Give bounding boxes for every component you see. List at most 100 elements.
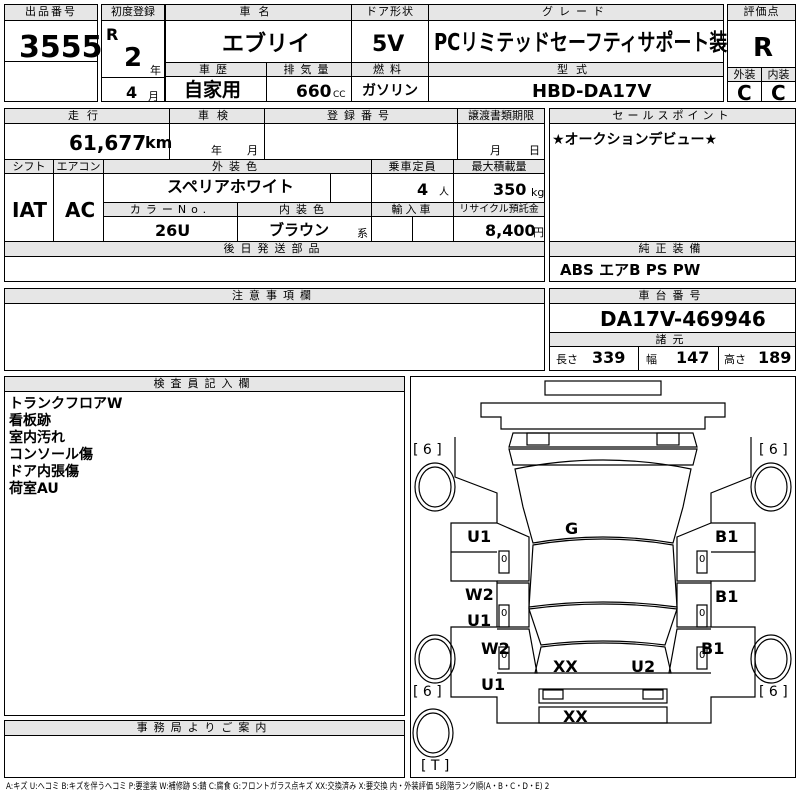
mileage-value: 61,677 [69, 131, 147, 155]
car-info-box: 車名 ドア形状 グレード エブリイ 5V PCリミテッドセーフティサポート装着車… [165, 4, 763, 102]
inspection-month-unit: 月 [247, 144, 258, 157]
recycle-value: 8,400 [485, 221, 536, 240]
mark-roof: G [565, 519, 579, 538]
mark-front-right-door: B1 [715, 527, 739, 546]
rear-window-shape [528, 603, 678, 646]
lot-number: 3555 [19, 30, 103, 65]
mark-rear-left-door-a: W2 [465, 585, 494, 604]
int-color-value: ブラウン [269, 221, 330, 239]
recycle-unit: 円 [533, 226, 544, 239]
spare-tire [412, 708, 454, 758]
door-type: 5V [372, 32, 405, 57]
exterior-score: C [737, 81, 752, 105]
inspection-year-unit: 年 [211, 144, 222, 157]
width-value: 147 [676, 348, 710, 367]
first-reg-month-unit: 月 [148, 90, 159, 103]
inspector-box: 検査員記入欄 トランクフロアW 看板跡 室内汚れ コンソール傷 ドア内張傷 荷室… [4, 376, 405, 716]
front-panel-shape [480, 402, 726, 430]
length-value: 339 [592, 348, 626, 367]
front-bumper-shape [544, 380, 662, 396]
tire-rear-right [750, 634, 792, 684]
tire-label-rear-right: [ 6 ] [759, 684, 788, 700]
mark-rear-right-door: B1 [715, 587, 739, 606]
exterior-label: 外装 [728, 68, 761, 82]
length-label: 長さ [556, 353, 578, 366]
sales-point-value: ★オークションデビュー★ [552, 132, 718, 148]
regno-label: 登録番号 [265, 109, 457, 124]
list-item: 看板跡 [9, 413, 51, 429]
car-diagram: [ 6 ] [ 6 ] [ 6 ] [ 6 ] [ T ] G U1 B1 W2… [410, 376, 796, 778]
car-outline-svg [412, 380, 792, 758]
ac-label: エアコン [54, 160, 103, 174]
displacement-value: 660 [296, 82, 332, 102]
mark-left-small-2: 0 [501, 608, 508, 619]
tire-label-rear-left: [ 6 ] [413, 684, 442, 700]
rear-bumper-shape [538, 688, 668, 704]
first-registration-box: 初度登録 R 2 年 4 月 [101, 4, 165, 102]
inspector-label: 検査員記入欄 [5, 377, 404, 392]
spare-tire-label: [ T ] [421, 758, 450, 774]
chassis-value: DA17V-469946 [600, 307, 766, 331]
interior-label: 内装 [762, 68, 795, 82]
score-box: 評価点 R 外装 内装 C C [727, 4, 796, 105]
score-value: R [753, 33, 774, 63]
mark-right-small-2: 0 [699, 608, 706, 619]
score-label: 評価点 [728, 5, 795, 21]
displacement-label: 排気量 [267, 63, 351, 77]
list-item: トランクフロアW [9, 396, 123, 412]
windshield-shape [514, 459, 692, 544]
mark-right-small-3: 0 [699, 650, 706, 661]
rear-hatch-shape [534, 642, 672, 674]
tire-label-front-right: [ 6 ] [759, 442, 788, 458]
model-label: 型式 [429, 63, 723, 77]
tire-front-left [414, 462, 456, 512]
first-reg-year: 2 [124, 43, 143, 73]
ac-value: AC [65, 198, 96, 222]
tire-front-right [750, 462, 792, 512]
mileage-label: 走行 [5, 109, 169, 124]
transfer-day-unit: 日 [529, 144, 540, 157]
first-reg-month: 4 [126, 83, 138, 102]
history-value: 自家用 [184, 79, 242, 101]
width-label: 幅 [646, 353, 657, 366]
int-color-label: 内装色 [238, 203, 371, 217]
mark-rear-bumper: XX [563, 707, 588, 726]
int-color-unit: 系 [357, 227, 368, 240]
mark-rear-right-inner: U2 [631, 657, 656, 676]
mark-rear-left-fender-a: W2 [481, 639, 510, 658]
vehicle-info-box: 走行 車検 登録番号 譲渡書類期限 61,677 km 年 月 月 日 シフト … [4, 108, 545, 282]
load-value: 350 [493, 180, 527, 199]
dims-label: 諸元 [550, 333, 795, 347]
colorno-value: 26U [155, 221, 191, 240]
sales-point-label: セールスポイント [550, 109, 795, 124]
transfer-label: 譲渡書類期限 [458, 109, 544, 124]
color-value: スペリアホワイト [167, 177, 294, 196]
interior-score: C [771, 81, 786, 105]
color-label: 外装色 [104, 160, 371, 174]
model-value: HBD-DA17V [532, 81, 652, 102]
transfer-month-unit: 月 [490, 144, 501, 157]
mark-rear-left-fender-b: U1 [481, 675, 506, 694]
mileage-unit: km [145, 133, 173, 152]
roof-shape [528, 538, 678, 608]
capacity-label: 乗車定員 [372, 160, 453, 174]
colorno-label: カラーNo. [104, 203, 237, 217]
list-item: 室内汚れ [9, 430, 65, 446]
shift-label: シフト [5, 160, 53, 174]
mark-rear-right-fender: B1 [701, 639, 725, 658]
mark-right-small-1: 0 [699, 554, 706, 565]
mark-rear-left-inner: XX [553, 657, 578, 676]
office-label: 事務局よりご案内 [5, 721, 404, 736]
recycle-label: リサイクル預託金 [454, 203, 544, 217]
first-reg-label: 初度登録 [102, 5, 164, 21]
mark-rear-left-door-b: U1 [467, 611, 492, 630]
grade-label: グレード [429, 5, 723, 21]
equipment-value: ABS エアB PS PW [560, 261, 701, 279]
lot-box: 出品番号 3555 [4, 4, 103, 102]
era-mark: R [106, 25, 119, 44]
inspection-label: 車検 [170, 109, 264, 124]
equipment-label: 純正装備 [550, 242, 795, 257]
grade-value: PCリミテッドセーフティサポート装着車 [434, 30, 764, 56]
height-label: 高さ [724, 353, 746, 366]
mark-left-small-3: 0 [501, 650, 508, 661]
